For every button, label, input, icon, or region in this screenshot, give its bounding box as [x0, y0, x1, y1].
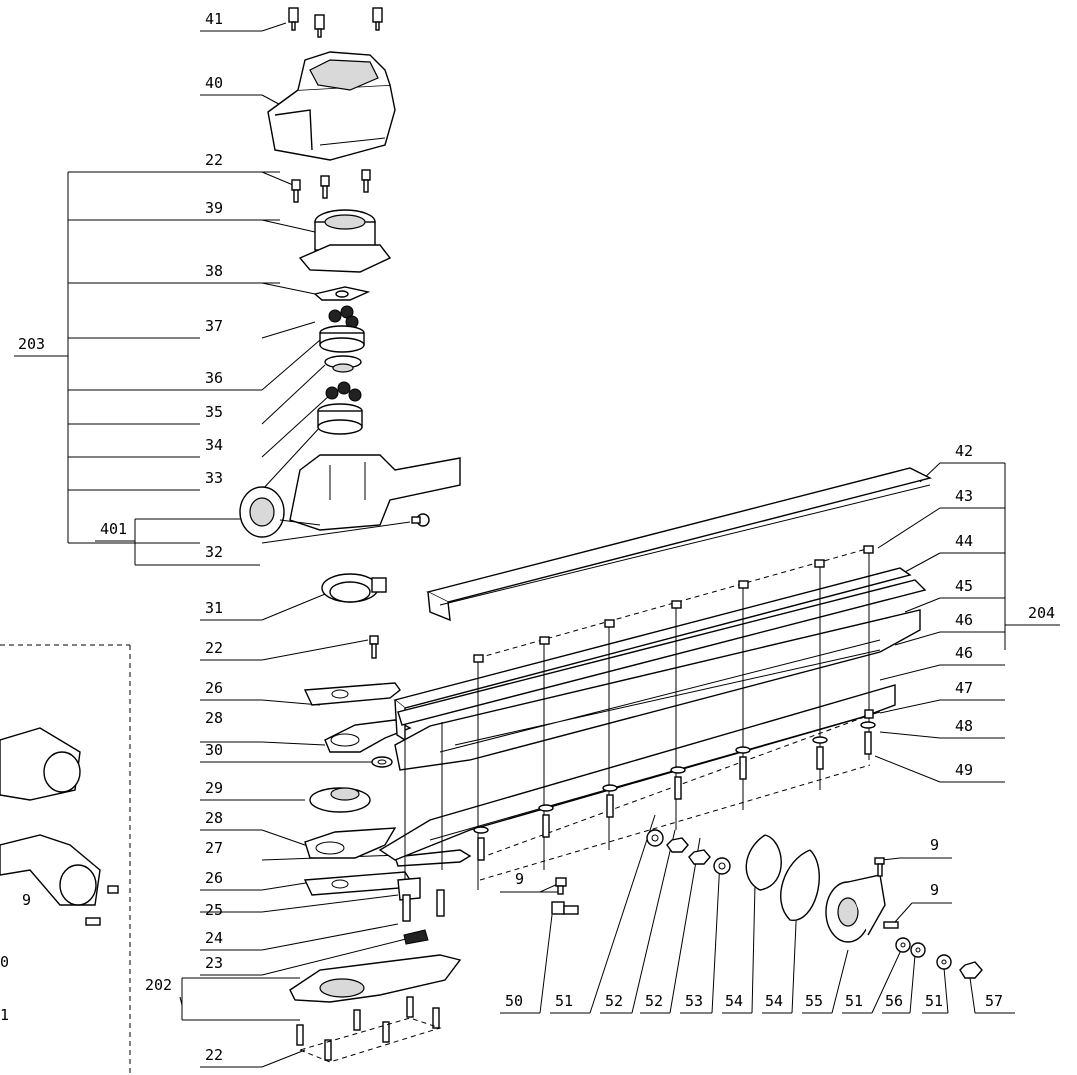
label-50: 50	[505, 992, 523, 1010]
label-52-b: 52	[645, 992, 663, 1010]
label-36: 36	[205, 369, 223, 387]
ring-gear-36	[319, 325, 365, 353]
carrier-35	[324, 355, 362, 373]
label-54: 54	[725, 992, 743, 1010]
label-33: 33	[205, 469, 223, 487]
label-28-b: 28	[205, 809, 223, 827]
label-26-b: 26	[205, 869, 223, 887]
screws-41	[288, 7, 383, 38]
rail-42	[426, 467, 932, 622]
screw-22-middle	[369, 635, 379, 659]
clips-54	[745, 834, 820, 921]
label-56: 56	[885, 992, 903, 1010]
label-23: 23	[205, 954, 223, 972]
plate-27	[394, 849, 472, 867]
ring-gear-33	[317, 403, 363, 435]
label-25: 25	[205, 901, 223, 919]
label-51-b: 51	[845, 992, 863, 1010]
label-32: 32	[205, 543, 223, 561]
label-48: 48	[955, 717, 973, 735]
gearbox-housing-401	[239, 454, 461, 538]
label-47: 47	[955, 679, 973, 697]
label-203: 203	[18, 335, 45, 353]
plate-26-top	[303, 682, 401, 706]
label-45: 45	[955, 577, 973, 595]
label-57: 57	[985, 992, 1003, 1010]
label-22: 22	[205, 151, 223, 169]
fasteners-47-48-49	[473, 709, 876, 881]
base-plate-202	[289, 954, 462, 1003]
cam-29	[309, 787, 371, 813]
screw-32	[411, 513, 430, 527]
label-44: 44	[955, 532, 973, 550]
label-43: 43	[955, 487, 973, 505]
blade-46-upper	[394, 609, 921, 771]
part-labels: 41 40 22 39 38 37 36 35 34 33 203 401 32…	[0, 10, 1055, 1064]
label-55: 55	[805, 992, 823, 1010]
cover-55	[825, 874, 886, 943]
label-24: 24	[205, 929, 223, 947]
screw-9-right	[883, 921, 899, 929]
label-53: 53	[685, 992, 703, 1010]
screws-24	[402, 889, 445, 922]
hardware-50	[551, 901, 579, 915]
cutaway-box	[0, 644, 131, 1075]
screws-22-top	[291, 169, 371, 203]
label-204: 204	[1028, 604, 1055, 622]
label-39: 39	[205, 199, 223, 217]
label-401: 401	[100, 520, 127, 538]
label-31: 31	[205, 599, 223, 617]
bracket-203	[14, 171, 280, 544]
washer-30	[371, 756, 393, 768]
gears-34	[325, 381, 362, 402]
label-51-c: 51	[925, 992, 943, 1010]
label-cut-1: 1	[0, 1006, 9, 1024]
washer-38	[313, 286, 371, 301]
label-37: 37	[205, 317, 223, 335]
block-23	[403, 929, 429, 945]
label-51: 51	[555, 992, 573, 1010]
label-38: 38	[205, 262, 223, 280]
label-46-b: 46	[955, 644, 973, 662]
label-202: 202	[145, 976, 172, 994]
label-22-c: 22	[205, 1046, 223, 1064]
label-9-right-top: 9	[930, 836, 939, 854]
label-29: 29	[205, 779, 223, 797]
label-9-right: 9	[930, 881, 939, 899]
label-42: 42	[955, 442, 973, 460]
plate-28-lower	[304, 827, 397, 859]
label-26: 26	[205, 679, 223, 697]
label-34: 34	[205, 436, 223, 454]
label-30: 30	[205, 741, 223, 759]
label-27: 27	[205, 839, 223, 857]
label-40: 40	[205, 74, 223, 92]
label-41: 41	[205, 10, 223, 28]
label-9-left: 9	[22, 891, 31, 909]
screw-9-right-top	[874, 857, 885, 877]
label-28: 28	[205, 709, 223, 727]
washers-51-56-57	[895, 937, 983, 979]
left-leaders	[179, 22, 411, 1068]
label-cut-0: 0	[0, 953, 9, 971]
cutaway-assembly	[0, 727, 119, 926]
bracket-401	[95, 518, 260, 566]
gears-37	[328, 305, 359, 329]
bracket-204	[874, 462, 1060, 783]
plate-26-lower	[303, 871, 411, 896]
label-9-middle: 9	[515, 870, 524, 888]
screw-9-mid	[555, 877, 567, 895]
motor-cover-40	[267, 51, 396, 161]
label-46: 46	[955, 611, 973, 629]
motor-39	[298, 209, 392, 273]
label-49: 49	[955, 761, 973, 779]
label-35: 35	[205, 403, 223, 421]
washers-51-52-53	[646, 829, 731, 875]
screws-22-bottom	[296, 996, 442, 1063]
label-54-b: 54	[765, 992, 783, 1010]
label-22-b: 22	[205, 639, 223, 657]
blade-46-lower	[378, 684, 896, 861]
clamp-31	[321, 573, 387, 603]
label-52: 52	[605, 992, 623, 1010]
